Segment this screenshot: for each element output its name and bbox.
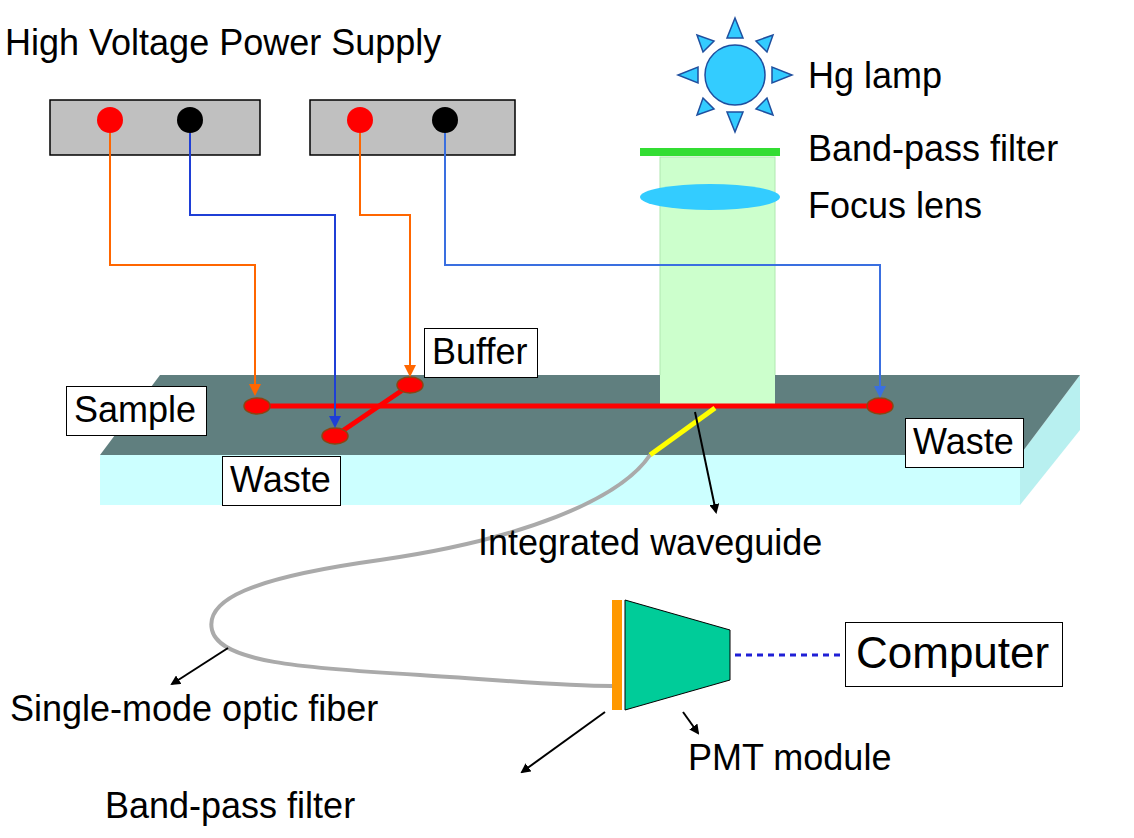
waveguide bbox=[650, 408, 715, 455]
light-spot bbox=[660, 375, 775, 408]
band-pass-filter bbox=[640, 148, 780, 156]
reservoir-label-box: Sample bbox=[66, 386, 207, 436]
optic-fiber bbox=[211, 455, 650, 686]
positive-terminal bbox=[97, 107, 123, 133]
reservoir bbox=[244, 377, 893, 444]
leader-line bbox=[695, 412, 716, 512]
leader-line bbox=[522, 712, 605, 772]
wire bbox=[110, 133, 255, 394]
label: Hg lamp bbox=[808, 55, 942, 96]
computer-box: Computer bbox=[845, 622, 1063, 687]
label: Single-mode optic fiber bbox=[10, 688, 378, 729]
chip-front bbox=[100, 455, 1020, 505]
label: PMT module bbox=[688, 737, 891, 778]
label: High Voltage Power Supply bbox=[5, 22, 441, 63]
focus-lens bbox=[640, 184, 780, 210]
node-text: Computer bbox=[856, 628, 1052, 679]
node-text: Waste bbox=[913, 421, 1016, 462]
node-text: Waste bbox=[230, 459, 333, 500]
power-supply bbox=[50, 100, 260, 155]
reservoir-label-box: Waste bbox=[222, 456, 341, 506]
injection-channel bbox=[335, 385, 410, 436]
label: Integrated waveguide bbox=[478, 522, 822, 563]
separation-channel bbox=[255, 404, 880, 409]
wire bbox=[360, 133, 410, 375]
reservoir-label-box: Waste bbox=[905, 418, 1024, 468]
wire bbox=[190, 133, 335, 426]
reservoir-label-box: Buffer bbox=[424, 328, 538, 378]
negative-terminal bbox=[177, 107, 203, 133]
lamp-icon bbox=[678, 18, 792, 132]
leader-line bbox=[683, 712, 698, 733]
node-text: Sample bbox=[74, 389, 199, 430]
node-text: Buffer bbox=[432, 331, 530, 372]
data-link bbox=[735, 654, 843, 657]
band-pass-filter bbox=[612, 600, 622, 710]
leader-line bbox=[172, 648, 228, 684]
label: Focus lens bbox=[808, 185, 982, 226]
pmt-module bbox=[625, 600, 730, 710]
label: Band-pass filter bbox=[105, 785, 355, 826]
positive-terminal bbox=[347, 107, 373, 133]
negative-terminal bbox=[432, 107, 458, 133]
label: Band-pass filter bbox=[808, 128, 1058, 169]
power-supply bbox=[310, 100, 515, 155]
